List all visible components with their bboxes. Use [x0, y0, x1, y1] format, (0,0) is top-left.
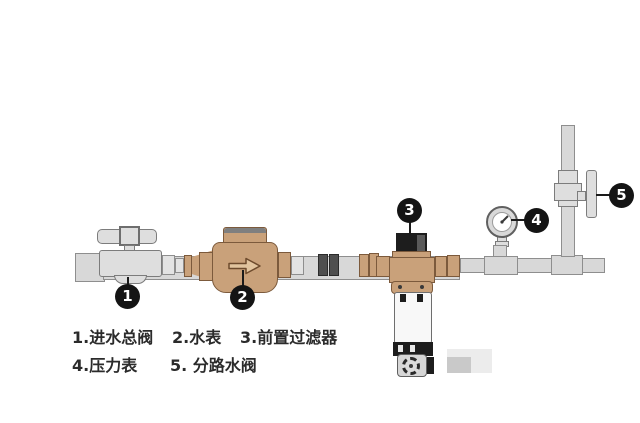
callout-5-number: 5 [616, 186, 627, 204]
prefilter-outlet-coupler [447, 255, 460, 277]
band-notch-b [410, 345, 415, 352]
collar-screw-right [420, 285, 424, 289]
water-meter-cap-top [224, 228, 266, 233]
collar-screw-left [398, 285, 402, 289]
flow-direction-arrow-icon [228, 257, 261, 275]
legend-item-prefilter: 3.前置过滤器 [240, 328, 338, 347]
callout-2: 2 [230, 285, 255, 310]
leader-line-2 [242, 270, 244, 286]
band-notch-a [398, 345, 403, 352]
inlet-valve-outlet-fitting [162, 255, 175, 275]
callout-4-number: 4 [531, 211, 542, 229]
housing-slot-left [400, 294, 406, 302]
callout-3: 3 [397, 198, 422, 223]
pressure-gauge-icon [486, 206, 518, 238]
pipe-right-segment [460, 258, 605, 273]
prefilter-cap-highlight [417, 235, 425, 251]
callout-1-number: 1 [122, 287, 133, 305]
callout-2-number: 2 [237, 288, 248, 306]
water-meter-left-port [199, 252, 213, 281]
callout-1: 1 [115, 284, 140, 309]
pipe-adapter [291, 256, 304, 275]
legend-item-inlet-valve: 1.进水总阀 [72, 328, 154, 347]
legend-item-branch-valve: 5. 分路水阀 [170, 356, 257, 375]
watermark-blur-dark [447, 357, 471, 373]
callout-4: 4 [524, 208, 549, 233]
drain-valve-tab [427, 357, 434, 374]
gauge-tee-body [484, 256, 518, 275]
callout-5: 5 [609, 183, 634, 208]
leader-line-4 [511, 219, 525, 221]
branch-valve-stem [577, 191, 586, 201]
riser-pipe-upper [561, 125, 575, 172]
leader-line-1 [127, 277, 129, 286]
legend-item-water-meter: 2.水表 [172, 328, 222, 347]
brass-ring-fitting [184, 255, 192, 277]
inlet-valve-body [99, 250, 162, 277]
branch-tee-body [551, 255, 583, 275]
prefilter-head-body [389, 257, 435, 283]
riser-pipe-lower [561, 206, 575, 257]
callout-3-number: 3 [404, 201, 415, 219]
brass-nut-a [359, 254, 369, 277]
inlet-valve-bottom [114, 275, 147, 284]
leader-line-3 [409, 222, 411, 235]
pipe-coupler [175, 258, 184, 273]
housing-slot-right [417, 294, 423, 302]
prefilter-inlet-nut [376, 256, 390, 277]
leader-line-5 [596, 194, 610, 196]
prefilter-outlet-nut [435, 256, 447, 277]
prefilter-top-cap [396, 233, 427, 253]
drain-dial-center [409, 364, 413, 368]
legend-item-pressure-gauge: 4.压力表 [72, 356, 138, 375]
union-nut-right [329, 254, 339, 276]
inlet-valve-handle-hub [119, 226, 140, 246]
union-nut-left [318, 254, 328, 276]
water-meter-right-nut [278, 252, 291, 278]
